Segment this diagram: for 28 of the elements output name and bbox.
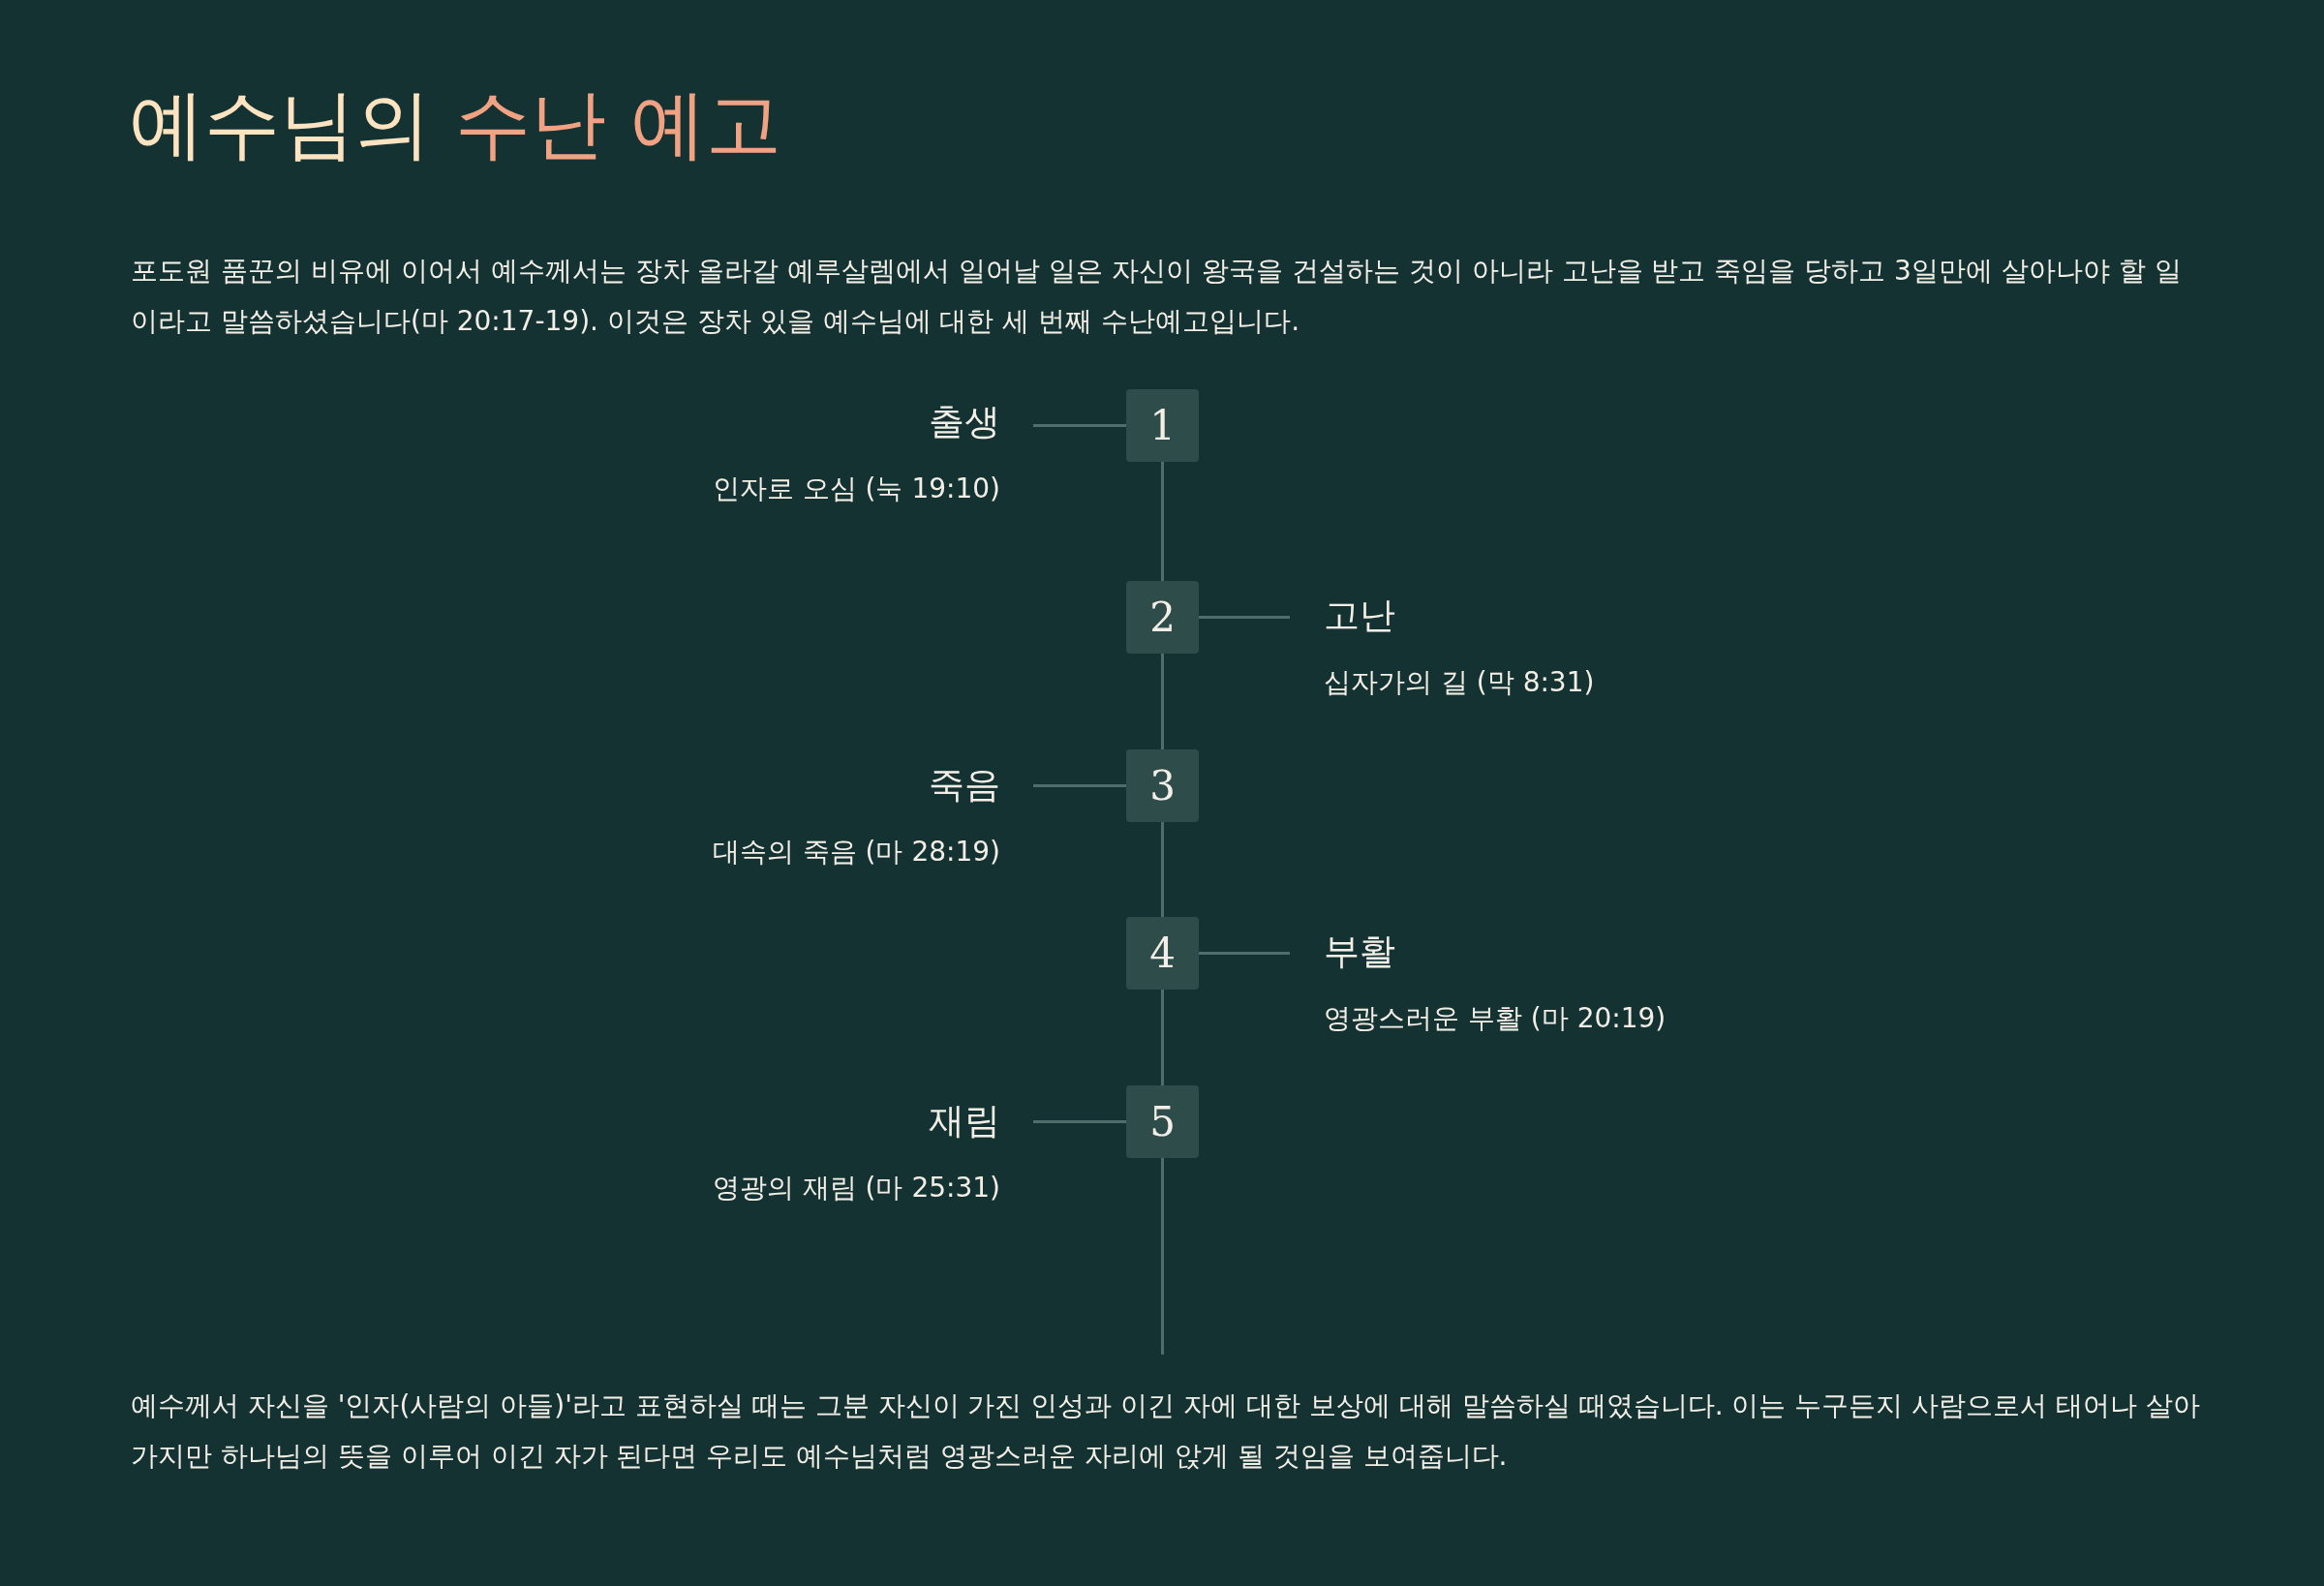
step-number-box: 1 <box>1126 389 1199 462</box>
stage-heading: 부활 <box>1324 930 1395 974</box>
step-number-box: 2 <box>1126 581 1199 654</box>
connector-line <box>1033 1120 1126 1123</box>
stage-heading: 죽음 <box>929 763 1000 808</box>
stage-heading: 고난 <box>1324 594 1395 638</box>
connector-line <box>1161 654 1164 749</box>
stage-description: 대속의 죽음 (마 28:19) <box>712 835 1000 869</box>
step-number-box: 3 <box>1126 749 1199 822</box>
connector-line <box>1033 424 1126 427</box>
stage-description: 인자로 오심 (눅 19:10) <box>712 472 1000 506</box>
connector-line <box>1161 1158 1164 1355</box>
connector-line <box>1161 990 1164 1085</box>
connector-line <box>1033 784 1126 787</box>
title: 예수님의 수난 예고 <box>129 79 781 169</box>
step-number-box: 4 <box>1126 917 1199 990</box>
connector-line <box>1199 616 1290 619</box>
connector-line <box>1161 822 1164 917</box>
stage-description: 영광스러운 부활 (마 20:19) <box>1324 1001 1667 1036</box>
connector-line <box>1161 462 1164 581</box>
paragraph: 예수께서 자신을 '인자(사람의 아들)'라고 표현하실 때는 그분 자신이 가진 인성과 이긴 자에 대한 보상에 대해 말씀하실 때였습니다. 이는 누구든지 사람으로서 태어나 살아가지만 하나님의 뜻을 이루어 이긴 자가 된다면 우리도 예수님처럼 영광스러운 자리에 앉게 될 것임을 보여줍니다. <box>131 1388 2202 1474</box>
stage-description: 영광의 재림 (마 25:31) <box>712 1171 1000 1205</box>
stage-description: 십자가의 길 (막 8:31) <box>1324 665 1595 700</box>
connector-line <box>1199 952 1290 955</box>
step-number-box: 5 <box>1126 1085 1199 1158</box>
stage-heading: 재림 <box>929 1099 1000 1144</box>
stage-heading: 출생 <box>929 400 1000 444</box>
paragraph: 포도원 품꾼의 비유에 이어서 예수께서는 장차 올라갈 예루살렘에서 일어날 일은 자신이 왕국을 건설하는 것이 아니라 고난을 받고 죽임을 당하고 3일만에 살아나야 할 일이라고 말씀하셨습니다(마 20:17-19). 이것은 장차 있을 예수님에 대한 세 번째 수난예고입니다. <box>131 254 2183 339</box>
